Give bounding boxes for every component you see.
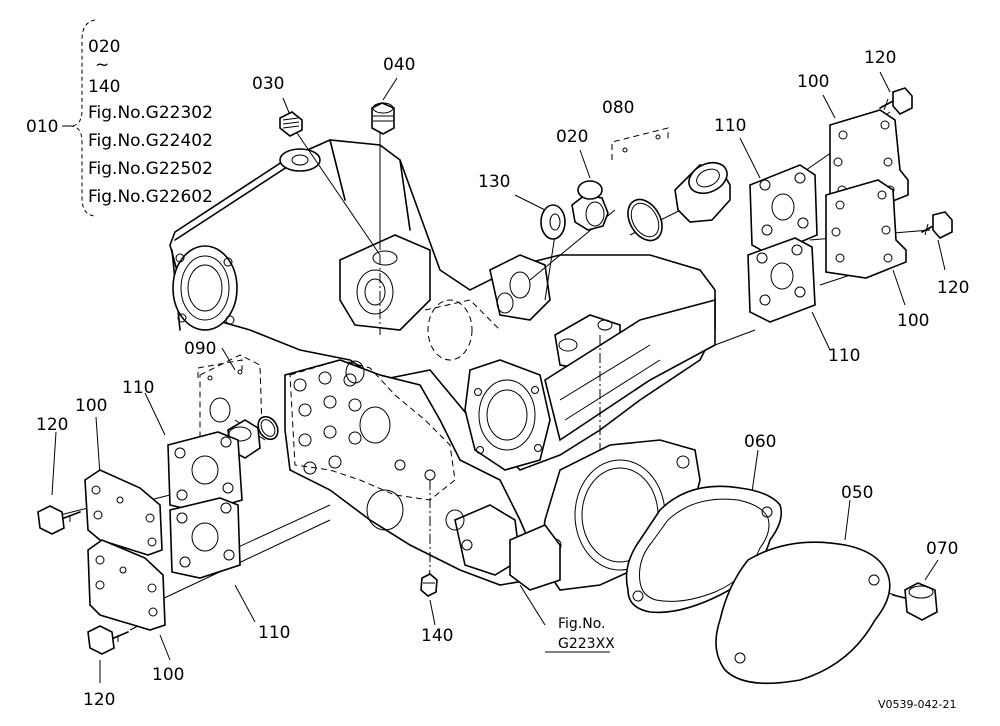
gasket-110-top-right-a <box>749 164 818 256</box>
group-fig-ref: Fig.No.G22502 <box>88 159 213 179</box>
callout-060: 060 <box>744 432 776 452</box>
callout-050: 050 <box>841 483 873 503</box>
drawing-code: V0539-042-21 <box>878 698 956 711</box>
callout-100-top-right-a: 100 <box>797 72 829 92</box>
plug-030 <box>279 111 303 137</box>
callout-090: 090 <box>184 339 216 359</box>
callout-120-left-b: 120 <box>83 690 115 710</box>
group-fig-ref: Fig.No.G22602 <box>88 187 213 207</box>
group-fig-ref: Fig.No.G22302 <box>88 103 213 123</box>
gasket-110-left-a <box>167 431 243 513</box>
bolt-070 <box>892 582 938 621</box>
callout-020: 020 <box>556 127 588 147</box>
cover-100-top-right-b <box>825 179 907 279</box>
plug-assembly-080 <box>611 127 731 242</box>
reference-fig: Fig.No. G223XX <box>558 616 615 652</box>
callout-120-top-right-b: 120 <box>937 278 969 298</box>
group-id-label: 010 <box>26 117 58 137</box>
bolt-120-left-b <box>87 625 129 655</box>
callout-120-left-a: 120 <box>36 415 68 435</box>
plug-assembly-090 <box>197 359 279 459</box>
callout-110-left-b: 110 <box>258 623 290 643</box>
reference-fig-line1: Fig.No. <box>558 616 606 632</box>
callout-110-top-right-a: 110 <box>714 116 746 136</box>
reference-fig-line2: G223XX <box>558 636 615 652</box>
callout-030: 030 <box>252 74 284 94</box>
callout-120-top-right-a: 120 <box>864 48 896 68</box>
cover-100-top-right-a <box>829 109 909 211</box>
cover-100-left-a <box>84 469 163 556</box>
callout-080: 080 <box>602 98 634 118</box>
callout-110-top-right-b: 110 <box>828 346 860 366</box>
cover-050 <box>715 541 891 685</box>
bolt-120-top-right-a <box>879 87 913 115</box>
gasket-110-left-b <box>169 497 241 579</box>
group-range-start: 020 <box>88 37 120 57</box>
group-bracket: 010 020 ~ 140 Fig.No.G22302 Fig.No.G2240… <box>26 19 213 217</box>
callout-040: 040 <box>383 55 415 75</box>
callout-labels: 030 040 080 020 130 110 100 120 120 100 … <box>36 48 969 710</box>
plug-140 <box>420 573 438 597</box>
washer-130 <box>540 204 566 240</box>
callout-140: 140 <box>421 626 453 646</box>
gasket-110-top-right-b <box>747 237 816 323</box>
callout-100-left-a: 100 <box>75 396 107 416</box>
callout-130: 130 <box>478 172 510 192</box>
callout-100-left-b: 100 <box>152 665 184 685</box>
transmission-housing <box>169 139 716 591</box>
callout-070: 070 <box>926 539 958 559</box>
plug-040 <box>371 102 395 135</box>
bolt-120-top-right-b <box>921 211 953 239</box>
cover-100-left-b <box>87 539 166 631</box>
group-range-end: 140 <box>88 77 120 97</box>
plug-020 <box>571 180 609 231</box>
group-fig-ref: Fig.No.G22402 <box>88 131 213 151</box>
bolt-120-left-a <box>37 505 81 535</box>
group-range-sep: ~ <box>95 55 109 75</box>
callout-110-left-a: 110 <box>122 378 154 398</box>
callout-100-top-right-b: 100 <box>897 311 929 331</box>
